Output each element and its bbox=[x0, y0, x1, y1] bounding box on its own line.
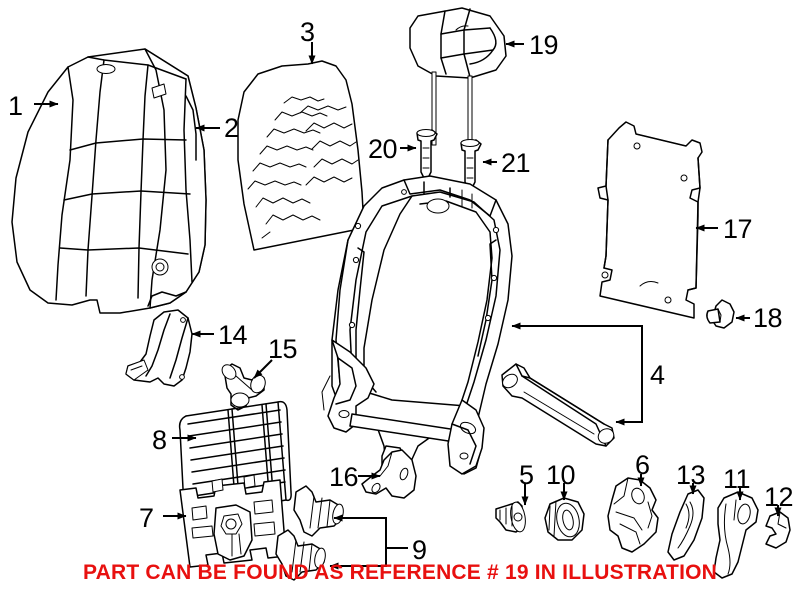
callout-label-8: 8 bbox=[152, 425, 167, 455]
callout-label-6: 6 bbox=[635, 450, 650, 480]
part-frame-gusset bbox=[361, 449, 417, 499]
part-recliner-bracket bbox=[607, 477, 659, 553]
reference-note: PART CAN BE FOUND AS REFERENCE # 19 IN I… bbox=[82, 561, 718, 584]
callout-label-4: 4 bbox=[650, 360, 665, 390]
callout-label-21: 21 bbox=[501, 148, 531, 178]
part-seat-back-bushing-lower bbox=[275, 529, 326, 581]
part-head-restraint-guide-left bbox=[416, 129, 438, 179]
callout-label-13: 13 bbox=[676, 460, 706, 490]
callout-label-10: 10 bbox=[546, 460, 576, 490]
part-lumbar-support-bracket bbox=[179, 474, 287, 568]
callout-label-16: 16 bbox=[329, 462, 359, 492]
callout-label-9: 9 bbox=[412, 535, 427, 565]
part-pivot-knob bbox=[221, 363, 266, 411]
part-recliner-bushing bbox=[544, 497, 585, 541]
callout-label-19: 19 bbox=[529, 30, 559, 60]
callout-label-3: 3 bbox=[300, 17, 315, 47]
part-recliner-handle bbox=[713, 491, 759, 579]
part-panel-clip bbox=[706, 299, 735, 329]
part-seat-back-panel bbox=[597, 121, 703, 319]
callout-leaders bbox=[34, 40, 782, 570]
part-hinge-cover bbox=[125, 309, 193, 387]
part-head-restraint-guide-right bbox=[460, 139, 482, 189]
callout-label-14: 14 bbox=[218, 320, 248, 350]
part-handle-cap bbox=[765, 511, 791, 549]
part-seat-back-bushing-upper bbox=[293, 485, 344, 537]
part-seat-back-pad bbox=[237, 60, 365, 251]
part-bolt bbox=[495, 501, 526, 533]
callout-label-12: 12 bbox=[764, 482, 794, 512]
callout-label-7: 7 bbox=[139, 503, 154, 533]
callout-label-20: 20 bbox=[368, 134, 398, 164]
callout-label-15: 15 bbox=[268, 334, 298, 364]
callout-label-5: 5 bbox=[519, 460, 534, 490]
callout-label-1: 1 bbox=[8, 91, 23, 121]
part-seat-back-cross-tube bbox=[501, 363, 615, 447]
callout-label-18: 18 bbox=[753, 303, 783, 333]
part-head-restraint bbox=[409, 7, 507, 151]
callout-label-2: 2 bbox=[224, 113, 239, 143]
callout-label-17: 17 bbox=[723, 214, 753, 244]
callout-label-11: 11 bbox=[723, 464, 751, 494]
part-seat-back-frame bbox=[321, 175, 513, 483]
part-seat-back-cushion-cover bbox=[11, 48, 207, 314]
part-release-lever bbox=[667, 489, 705, 561]
